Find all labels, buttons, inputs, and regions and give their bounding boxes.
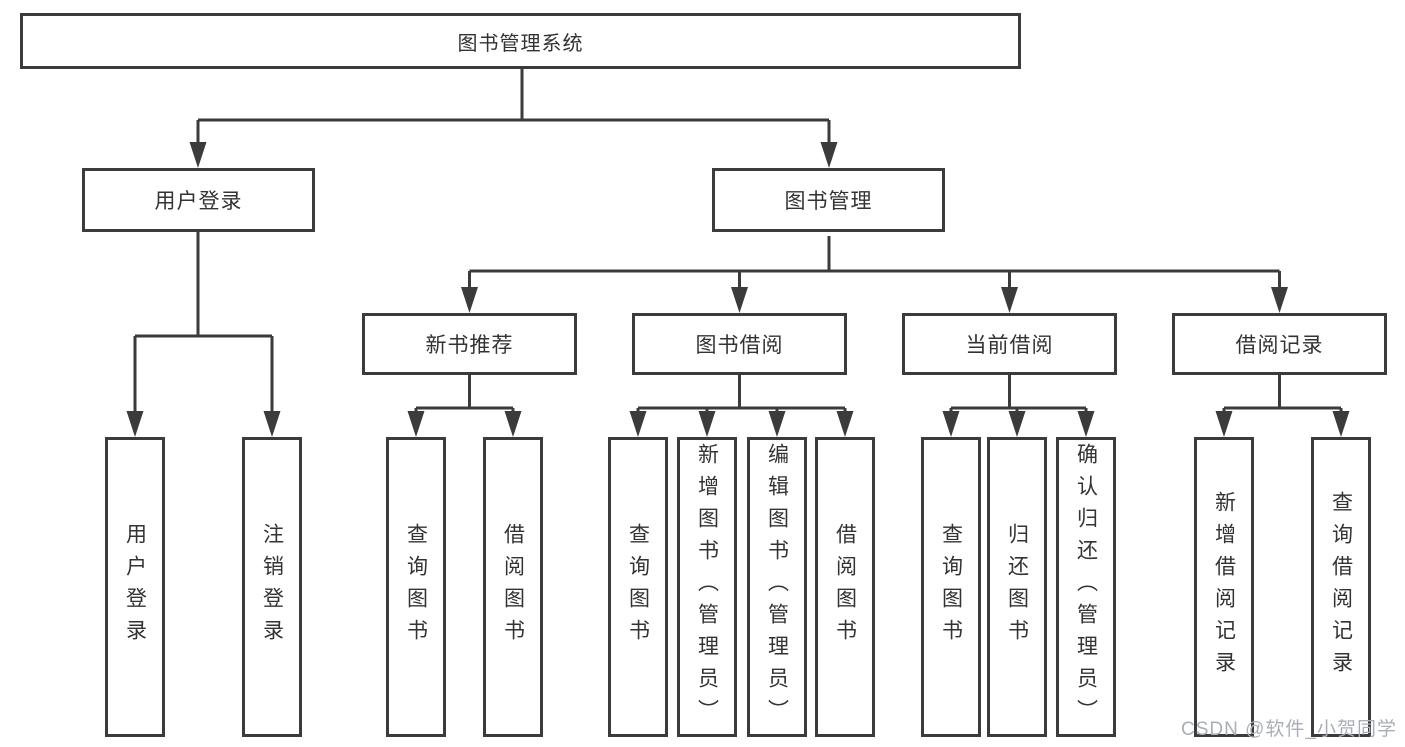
connector-mgmt-to-level3 bbox=[468, 236, 1281, 295]
leaf-newbook-query-books-label: 查询图书 bbox=[404, 523, 428, 651]
leaf-user-login: 用户登录 bbox=[105, 437, 165, 737]
node-current-borrow-label: 当前借阅 bbox=[965, 334, 1054, 357]
node-user-login-label: 用户登录 bbox=[154, 190, 243, 213]
connector-root-to-level2 bbox=[196, 69, 831, 148]
leaf-records-add-record: 新增借阅记录 bbox=[1194, 437, 1254, 737]
arrowhead bbox=[820, 142, 838, 168]
leaf-newbook-query-books: 查询图书 bbox=[386, 437, 446, 737]
leaf-borrow-query-books: 查询图书 bbox=[608, 437, 668, 737]
leaf-newbook-borrow-books-label: 借阅图书 bbox=[501, 523, 525, 651]
arrowhead bbox=[1001, 287, 1018, 313]
arrowhead bbox=[504, 411, 522, 437]
node-new-book-recommend-label: 新书推荐 bbox=[425, 334, 514, 357]
leaf-records-query-record: 查询借阅记录 bbox=[1311, 437, 1371, 737]
arrowhead bbox=[1008, 411, 1026, 437]
arrowhead bbox=[407, 411, 425, 437]
connector-userlogin-to-leaves bbox=[133, 232, 274, 419]
arrowhead bbox=[126, 411, 144, 437]
leaf-current-return-books: 归还图书 bbox=[987, 437, 1047, 737]
leaf-borrow-query-books-label: 查询图书 bbox=[626, 523, 650, 651]
leaf-records-query-record-label: 查询借阅记录 bbox=[1329, 491, 1353, 683]
arrowhead bbox=[1077, 411, 1095, 437]
node-user-login: 用户登录 bbox=[82, 168, 315, 232]
connector-borrow-to-leaves bbox=[636, 375, 847, 419]
arrowhead bbox=[263, 411, 281, 437]
leaf-borrow-add-books: 新增图书（管理员） bbox=[677, 437, 737, 737]
csdn-watermark: CSDN @软件_小贺同学 bbox=[1181, 719, 1397, 740]
node-borrow-records: 借阅记录 bbox=[1172, 313, 1387, 375]
leaf-current-query-books-label: 查询图书 bbox=[939, 523, 963, 651]
node-book-management: 图书管理 bbox=[712, 168, 945, 232]
arrowhead bbox=[836, 411, 854, 437]
arrowhead bbox=[189, 142, 207, 168]
leaf-borrow-add-books-label: 新增图书（管理员） bbox=[695, 443, 719, 731]
arrowhead bbox=[629, 411, 647, 437]
node-system-root: 图书管理系统 bbox=[20, 13, 1021, 69]
arrowhead bbox=[698, 411, 716, 437]
leaf-current-confirm-return-label: 确认归还（管理员） bbox=[1074, 443, 1098, 731]
arrowhead bbox=[461, 287, 478, 313]
connector-newbook-to-leaves bbox=[414, 375, 515, 419]
node-current-borrow: 当前借阅 bbox=[902, 313, 1117, 375]
leaf-borrow-edit-books-label: 编辑图书（管理员） bbox=[765, 443, 789, 731]
node-book-borrow: 图书借阅 bbox=[632, 313, 847, 375]
arrowhead bbox=[768, 411, 786, 437]
arrowhead bbox=[731, 287, 748, 313]
connector-records-to-leaves bbox=[1222, 375, 1343, 419]
arrowhead bbox=[1215, 411, 1233, 437]
leaf-borrow-borrow-books-label: 借阅图书 bbox=[833, 523, 857, 651]
arrowhead bbox=[1271, 287, 1288, 313]
leaf-logout-label: 注销登录 bbox=[260, 523, 284, 651]
leaf-records-add-record-label: 新增借阅记录 bbox=[1212, 491, 1236, 683]
node-book-borrow-label: 图书借阅 bbox=[695, 334, 784, 357]
leaf-current-query-books: 查询图书 bbox=[921, 437, 981, 737]
node-book-management-label: 图书管理 bbox=[784, 190, 873, 213]
arrowhead bbox=[1332, 411, 1350, 437]
leaf-borrow-borrow-books: 借阅图书 bbox=[815, 437, 875, 737]
leaf-logout: 注销登录 bbox=[242, 437, 302, 737]
node-new-book-recommend: 新书推荐 bbox=[362, 313, 577, 375]
leaf-borrow-edit-books: 编辑图书（管理员） bbox=[747, 437, 807, 737]
arrowhead bbox=[942, 411, 960, 437]
leaf-newbook-borrow-books: 借阅图书 bbox=[483, 437, 543, 737]
leaf-current-return-books-label: 归还图书 bbox=[1005, 523, 1029, 651]
node-system-root-label: 图书管理系统 bbox=[457, 32, 584, 55]
leaf-user-login-label: 用户登录 bbox=[123, 523, 147, 651]
leaf-current-confirm-return: 确认归还（管理员） bbox=[1056, 437, 1116, 737]
node-borrow-records-label: 借阅记录 bbox=[1235, 334, 1324, 357]
